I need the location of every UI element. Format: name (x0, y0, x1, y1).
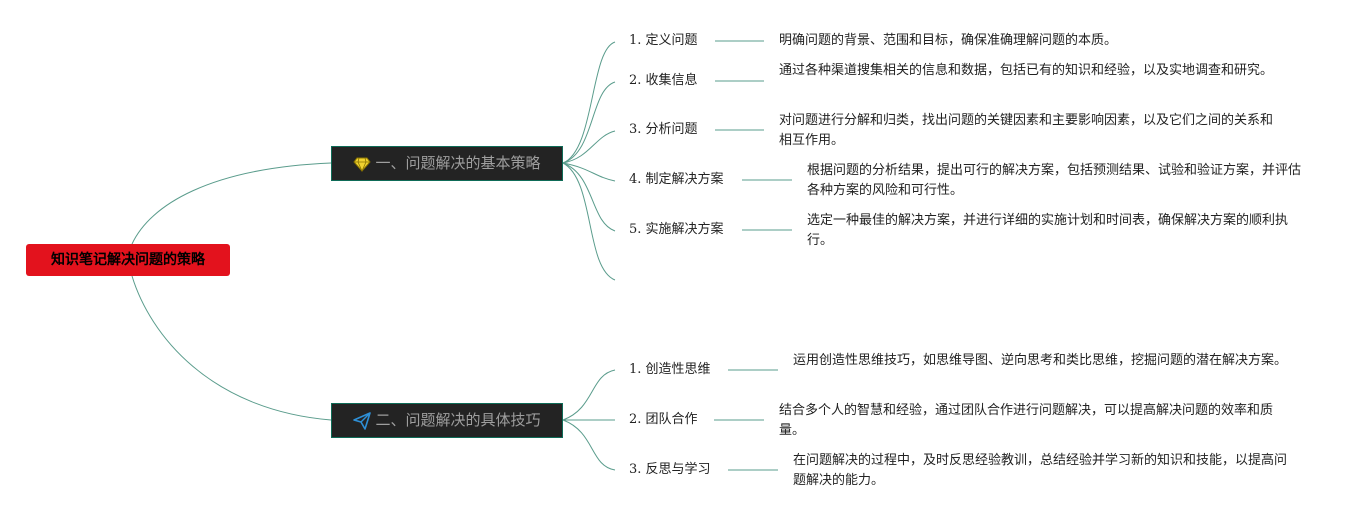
subtopic-description: 选定一种最佳的解决方案，并进行详细的实施计划和时间表，确保解决方案的顺利执行。 (807, 213, 1289, 248)
subtopic-description: 结合多个人的智慧和经验，通过团队合作进行问题解决，可以提高解决问题的效率和质量。 (779, 403, 1274, 438)
connector-b1-5 (562, 162, 616, 232)
subtopic-description: 运用创造性思维技巧，如思维导图、逆向思考和类比思维，挖掘问题的潜在解决方案。 (793, 353, 1288, 368)
branch-label: 二、问题解决的具体技巧 (375, 411, 541, 429)
connector-root-branch-1 (131, 162, 332, 245)
connector-b1-6 (562, 162, 616, 281)
connector-b1-4 (562, 162, 616, 182)
connector-b2-3 (562, 419, 616, 471)
subtopic-description: 根据问题的分析结果，提出可行的解决方案，包括预测结果、试验和验证方案，并评估各种… (807, 163, 1302, 198)
subtopic-description: 通过各种渠道搜集相关的信息和数据，包括已有的知识和经验，以及实地调查和研究。 (779, 63, 1274, 78)
root-node[interactable]: 知识笔记解决问题的策略 (26, 244, 230, 276)
subtopic-description: 对问题进行分解和归类，找出问题的关键因素和主要影响因素，以及它们之间的关系和相互… (779, 113, 1274, 148)
connector-b1-2 (562, 81, 616, 164)
branch-node-basic-strategies[interactable]: 一、问题解决的基本策略 (331, 146, 563, 181)
branch-label: 一、问题解决的基本策略 (375, 154, 541, 172)
paper-plane-icon (353, 411, 372, 430)
subtopic-creative-thinking[interactable]: 1. 创造性思维 (629, 362, 711, 377)
subtopic-implement-plan[interactable]: 5. 实施解决方案 (629, 222, 724, 237)
subtopic-analyze-problem[interactable]: 3. 分析问题 (629, 122, 698, 137)
diamond-icon (353, 155, 372, 173)
subtopic-define-problem[interactable]: 1. 定义问题 (629, 33, 698, 48)
subtopic-description: 明确问题的背景、范围和目标，确保准确理解问题的本质。 (779, 33, 1118, 48)
branch-node-specific-techniques[interactable]: 二、问题解决的具体技巧 (331, 403, 563, 438)
connector-b1-3 (562, 130, 616, 164)
connector-b1-1 (562, 41, 616, 164)
subtopic-make-plan[interactable]: 4. 制定解决方案 (629, 172, 724, 187)
subtopic-teamwork[interactable]: 2. 团队合作 (629, 412, 698, 427)
subtopic-description: 在问题解决的过程中，及时反思经验教训，总结经验并学习新的知识和技能，以提高问题解… (793, 453, 1288, 488)
subtopic-reflect-learn[interactable]: 3. 反思与学习 (629, 462, 711, 477)
subtopic-collect-info[interactable]: 2. 收集信息 (629, 73, 698, 88)
connector-b2-1 (562, 369, 616, 421)
connector-root-branch-2 (131, 275, 332, 421)
